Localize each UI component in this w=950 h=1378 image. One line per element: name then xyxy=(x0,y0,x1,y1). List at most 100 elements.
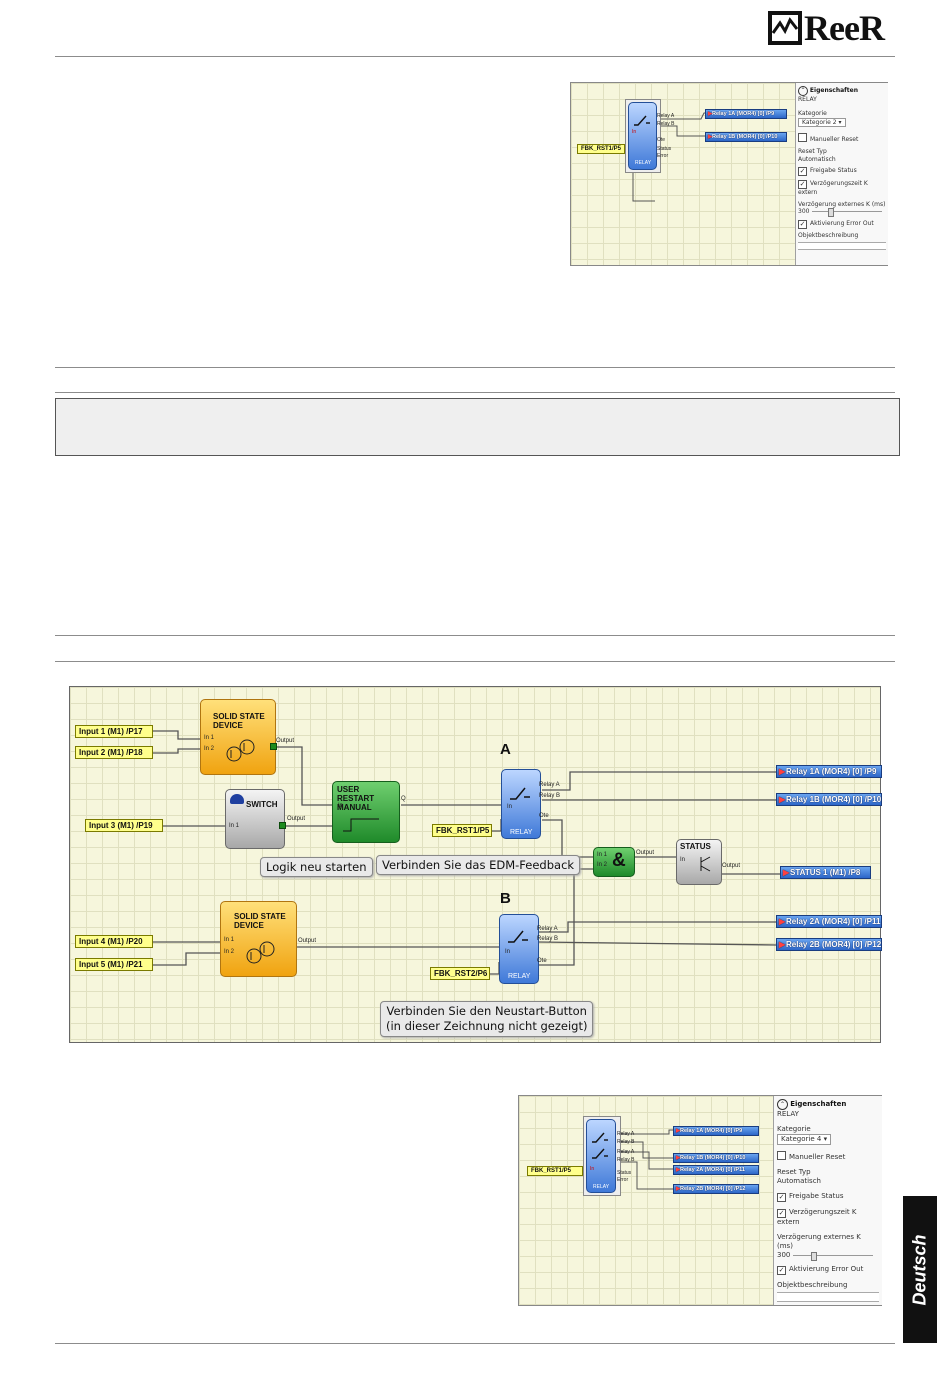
input-label[interactable]: FBK_RST1/P5 xyxy=(577,144,626,154)
panel-heading[interactable]: ⌃ Eigenschaften xyxy=(777,1099,879,1110)
port-q: Q xyxy=(401,796,406,802)
description-label: Objektbeschreibung xyxy=(798,232,859,240)
category-dropdown[interactable]: Kategorie 2 ▾ xyxy=(798,117,846,128)
output-label-3[interactable]: ▶Relay 2A (MOR4) [0] /P11 xyxy=(673,1165,759,1175)
panel-heading[interactable]: ⌃ Eigenschaften xyxy=(798,86,886,96)
reset-type-value: Automatisch xyxy=(777,1177,821,1185)
output-pin[interactable] xyxy=(279,822,286,829)
logo-icon xyxy=(768,11,802,45)
enable-status-checkbox[interactable]: ✓ xyxy=(777,1193,786,1202)
output-label-1[interactable]: ▶Relay 1A (MOR4) [0] /P9 xyxy=(776,765,882,778)
section-rule xyxy=(55,367,895,368)
output-label-5[interactable]: ▶Relay 2B (MOR4) [0] /P12 xyxy=(776,938,882,951)
port-in-2: In 2 xyxy=(224,949,235,955)
delay-k-checkbox[interactable]: ✓ xyxy=(777,1209,786,1218)
manual-reset-row[interactable]: Manueller Reset xyxy=(777,1151,879,1162)
solid-state-device-block-1[interactable]: SOLID STATE DEVICE In 1 In 2 xyxy=(200,699,276,775)
manual-reset-checkbox[interactable] xyxy=(798,133,807,143)
output-label-1[interactable]: ▶Relay 1A (MOR4) [0] /P9 xyxy=(705,109,787,119)
figure-wiring-diagram: A B Input 1 (M1) /P17 Input 2 (M1) /P18 … xyxy=(69,686,882,1043)
relay-contact-icon xyxy=(592,1132,608,1143)
description-field[interactable] xyxy=(798,242,886,251)
status-block[interactable]: STATUS In xyxy=(676,839,722,885)
block-title: USER RESTART MANUAL xyxy=(337,785,375,812)
block-label: RELAY xyxy=(635,160,652,166)
slider-thumb[interactable] xyxy=(828,208,834,218)
delay-ext-value: 300 xyxy=(798,208,810,216)
delay-slider[interactable] xyxy=(812,208,882,218)
port-in: In xyxy=(507,804,513,810)
output-label-2[interactable]: ▶Relay 1B (MOR4) [0] /P10 xyxy=(776,793,882,806)
error-out-checkbox[interactable]: ✓ xyxy=(777,1266,786,1275)
delay-slider[interactable] xyxy=(793,1252,873,1261)
arrow-icon: ▶ xyxy=(708,134,713,140)
note-box xyxy=(55,398,900,456)
reset-type-value: Automatisch xyxy=(798,155,836,163)
feedback-label-1[interactable]: FBK_RST1/P5 xyxy=(432,824,492,837)
port-in-1: In 1 xyxy=(597,852,608,858)
header-rule xyxy=(55,56,895,57)
switch-block[interactable]: SWITCH In 1 xyxy=(225,789,285,849)
output-label-2[interactable]: ▶Relay 1B (MOR4) [0] /P10 xyxy=(705,132,787,142)
error-out-row[interactable]: ✓Aktivierung Error Out xyxy=(798,220,874,230)
description-field[interactable] xyxy=(777,1292,879,1302)
user-restart-manual-block[interactable]: USER RESTART MANUAL In xyxy=(332,781,400,843)
collapse-icon[interactable]: ⌃ xyxy=(798,86,808,96)
delay-ext-label: Verzögerung externes K (ms) xyxy=(777,1233,861,1250)
arrow-icon: ▶ xyxy=(676,1167,681,1173)
input-label-5[interactable]: Input 5 (M1) /P21 xyxy=(75,958,153,971)
block-label: RELAY xyxy=(510,829,533,836)
output-label-1[interactable]: ▶Relay 1A (MOR4) [0] /P9 xyxy=(673,1126,759,1136)
enable-status-row[interactable]: ✓Freigabe Status xyxy=(777,1192,844,1202)
section-rule xyxy=(55,392,895,393)
input-label-4[interactable]: Input 4 (M1) /P20 xyxy=(75,935,153,948)
manual-reset-row[interactable]: Manueller Reset xyxy=(798,133,886,144)
output-label-4[interactable]: ▶Relay 2A (MOR4) [0] /P11 xyxy=(776,915,882,928)
relay-block-a[interactable]: In RELAY xyxy=(501,769,541,839)
transistor-icon xyxy=(700,856,711,872)
relay-block[interactable]: In RELAY xyxy=(586,1119,616,1193)
enable-status-row[interactable]: ✓Freigabe Status xyxy=(798,166,857,176)
port-in: In xyxy=(680,857,686,863)
input-label[interactable]: FBK_RST1/P5 xyxy=(527,1166,583,1176)
relay-block[interactable]: In RELAY xyxy=(628,102,657,170)
delay-k-row[interactable]: ✓Verzögerungszeit K extern xyxy=(777,1208,857,1226)
chevron-down-icon: ▾ xyxy=(838,118,842,126)
relay-block-b[interactable]: In RELAY xyxy=(499,914,539,984)
delay-k-checkbox[interactable]: ✓ xyxy=(798,179,807,189)
port-in-1: In 1 xyxy=(204,735,215,741)
port-in-1: In 1 xyxy=(224,937,235,943)
output-label-2[interactable]: ▶Relay 1B (MOR4) [0] /P10 xyxy=(673,1153,759,1163)
annotation-restart-logic: Logik neu starten xyxy=(260,857,373,877)
logo-text: ReeR xyxy=(804,8,885,48)
arrow-icon: ▶ xyxy=(676,1155,681,1161)
section-rule xyxy=(55,661,895,662)
delay-k-row[interactable]: ✓Verzögerungszeit K extern xyxy=(798,179,868,196)
and-block[interactable]: In 1 In 2 & xyxy=(593,847,635,877)
error-out-checkbox[interactable]: ✓ xyxy=(798,220,807,230)
input-label-3[interactable]: Input 3 (M1) /P19 xyxy=(85,819,163,832)
collapse-icon[interactable]: ⌃ xyxy=(777,1099,788,1110)
port-relay-a: Relay A xyxy=(539,782,560,788)
port-relay-b: Relay B xyxy=(537,936,559,942)
input-label-2[interactable]: Input 2 (M1) /P18 xyxy=(75,746,153,759)
output-label-3[interactable]: ▶STATUS 1 (M1) /P8 xyxy=(780,866,871,879)
port-in: In xyxy=(590,1166,595,1172)
slider-thumb[interactable] xyxy=(811,1252,817,1261)
feedback-label-2[interactable]: FBK_RST2/P6 xyxy=(430,967,490,980)
manual-reset-checkbox[interactable] xyxy=(777,1151,786,1160)
solid-state-device-block-2[interactable]: SOLID STATE DEVICE In 1 In 2 xyxy=(220,901,297,977)
figure-relay-cat2: In RELAY Relay A Relay B Ote Status Erro… xyxy=(570,82,888,266)
port-in-2: In 2 xyxy=(204,746,215,752)
category-dropdown[interactable]: Kategorie 4 ▾ xyxy=(777,1134,832,1145)
wires xyxy=(150,730,780,975)
port-status: Status xyxy=(657,146,672,152)
output-label-4[interactable]: ▶Relay 2B (MOR4) [0] /P12 xyxy=(673,1184,759,1194)
delay-ext-label: Verzögerung externes K (ms) xyxy=(798,200,886,208)
output-pin[interactable] xyxy=(270,743,277,750)
relay-contact-icon xyxy=(510,787,530,800)
error-out-row[interactable]: ✓Aktivierung Error Out xyxy=(777,1265,864,1275)
input-label-1[interactable]: Input 1 (M1) /P17 xyxy=(75,725,153,738)
enable-status-checkbox[interactable]: ✓ xyxy=(798,166,807,176)
object-type: RELAY xyxy=(777,1110,799,1118)
